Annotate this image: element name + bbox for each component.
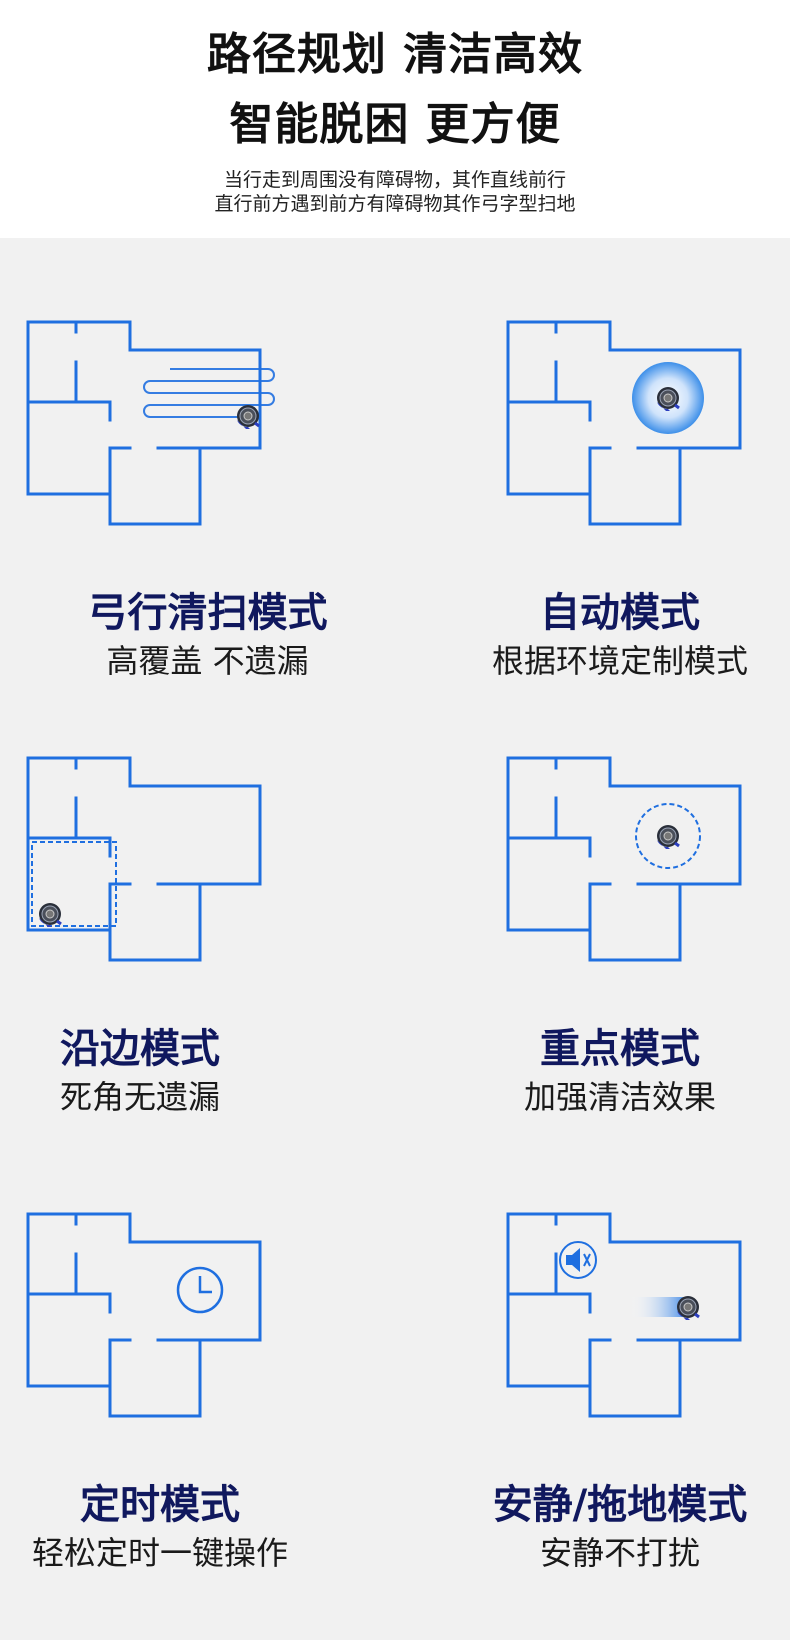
header-banner: 路径规划 清洁高效 智能脱困 更方便 当行走到周围没有障碍物，其作直线前行 直行… bbox=[0, 0, 790, 238]
floorplan-quiet bbox=[506, 1212, 742, 1418]
mode-desc: 根据环境定制模式 bbox=[491, 642, 748, 680]
floorplan-spot bbox=[506, 756, 742, 962]
mute-speaker-icon bbox=[559, 1241, 597, 1279]
mode-desc: 高覆盖 不遗漏 bbox=[106, 642, 309, 680]
floorplan-zigzag bbox=[26, 320, 275, 526]
page-title-line1: 路径规划 清洁高效 bbox=[206, 29, 584, 80]
page-title-line2: 智能脱困 更方便 bbox=[229, 99, 561, 150]
mode-desc: 安静不打扰 bbox=[539, 1534, 700, 1572]
clock-icon bbox=[176, 1266, 224, 1314]
mode-title: 弓行清扫模式 bbox=[87, 590, 328, 636]
floorplan-edge bbox=[26, 756, 262, 962]
mode-card-timer: 定时模式 轻松定时一键操作 bbox=[10, 1204, 405, 1640]
mode-title: 定时模式 bbox=[80, 1482, 240, 1528]
robot-vacuum-icon bbox=[655, 823, 681, 851]
mode-title: 沿边模式 bbox=[60, 1026, 220, 1072]
floorplan-auto bbox=[506, 320, 742, 526]
mode-card-quiet: 安静/拖地模式 安静不打扰 bbox=[490, 1204, 790, 1640]
mode-title: 自动模式 bbox=[540, 590, 700, 636]
robot-vacuum-icon bbox=[235, 403, 261, 431]
subtitle-line2: 直行前方遇到前方有障碍物其作弓字型扫地 bbox=[214, 193, 576, 215]
subtitle-line1: 当行走到周围没有障碍物，其作直线前行 bbox=[223, 169, 566, 191]
robot-vacuum-icon bbox=[37, 901, 63, 929]
mode-card-spot: 重点模式 加强清洁效果 bbox=[490, 748, 790, 1184]
mode-card-edge: 沿边模式 死角无遗漏 bbox=[10, 748, 405, 1184]
floorplan-timer bbox=[26, 1212, 262, 1418]
mode-desc: 加强清洁效果 bbox=[523, 1078, 716, 1116]
mode-card-zigzag: 弓行清扫模式 高覆盖 不遗漏 bbox=[10, 312, 405, 748]
mode-desc: 死角无遗漏 bbox=[59, 1078, 220, 1116]
mode-title: 安静/拖地模式 bbox=[492, 1482, 748, 1528]
mode-card-auto: 自动模式 根据环境定制模式 bbox=[490, 312, 790, 748]
mode-title: 重点模式 bbox=[540, 1026, 700, 1072]
mode-desc: 轻松定时一键操作 bbox=[31, 1534, 288, 1572]
